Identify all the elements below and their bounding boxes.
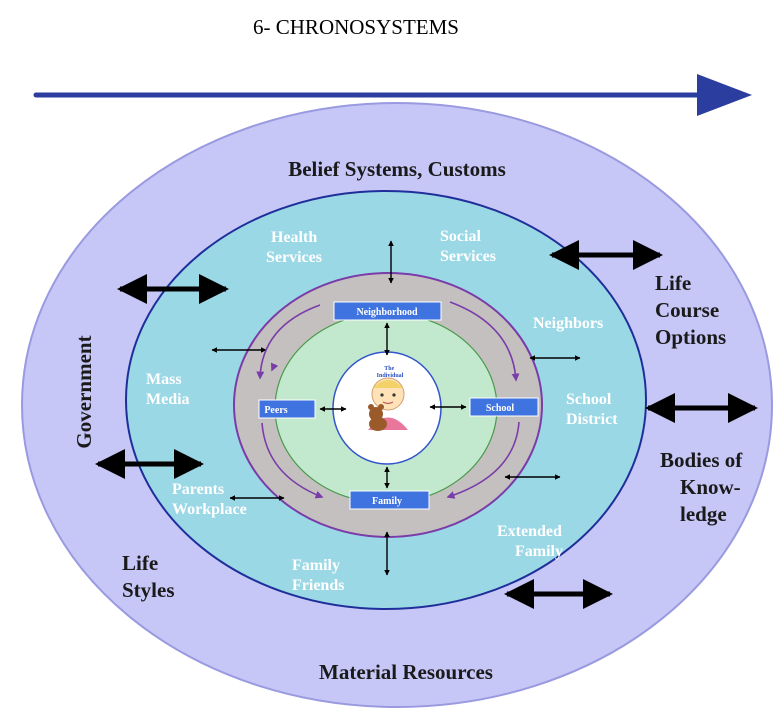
label-extended-family: Extended Family	[497, 523, 566, 560]
tag-neighborhood: Neighborhood	[333, 301, 442, 321]
label-parents-workplace: Parents Workplace	[172, 481, 247, 518]
svg-text:Family: Family	[372, 496, 402, 507]
svg-text:Peers: Peers	[264, 405, 287, 416]
timeline-arrow	[33, 74, 752, 116]
label-health-services: Health Services	[266, 229, 322, 266]
page-title: 6- CHRONOSYSTEMS	[253, 15, 459, 39]
arrows-inner	[211, 240, 581, 576]
arrows-outer	[95, 240, 758, 609]
label-material-resources: Material Resources	[319, 660, 493, 684]
label-family-friends: Family Friends	[292, 557, 344, 594]
tag-family: Family	[349, 490, 430, 510]
tag-peers: Peers	[258, 399, 316, 419]
curved-purple-arrows	[256, 301, 520, 499]
tag-school: School	[469, 397, 539, 417]
child-with-teddy-bear-icon	[368, 377, 408, 431]
label-neighbors: Neighbors	[533, 315, 603, 332]
svg-text:School: School	[486, 403, 515, 414]
label-belief-systems: Belief Systems, Customs	[288, 157, 506, 181]
label-school-district: School District	[566, 391, 618, 428]
svg-text:Neighborhood: Neighborhood	[356, 307, 418, 318]
label-life-styles: Life Styles	[122, 551, 175, 602]
label-bodies-of-knowledge: Bodies of Know- ledge	[660, 448, 748, 526]
label-mass-media: Mass Media	[146, 371, 190, 408]
label-social-services: Social Services	[440, 228, 496, 265]
label-government: Government	[72, 335, 96, 448]
label-life-course-options: Life Course Options	[655, 271, 726, 349]
label-individual: The Individual	[377, 366, 404, 379]
